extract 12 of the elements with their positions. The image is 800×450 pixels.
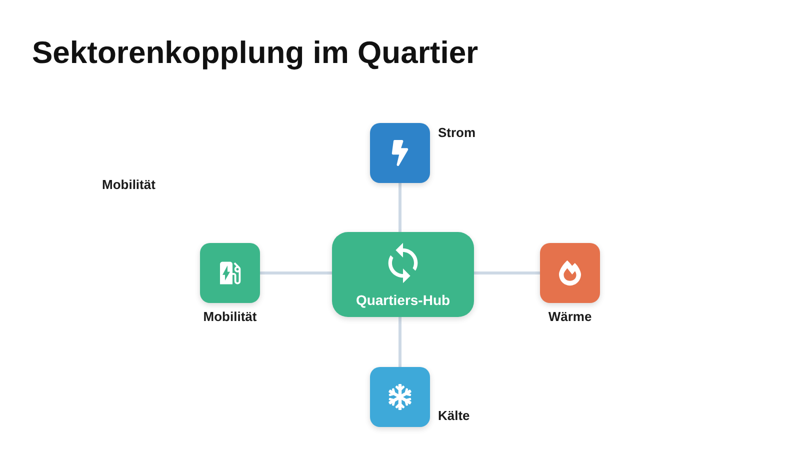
connector-line — [398, 183, 402, 232]
connector-line — [260, 272, 332, 274]
sector-label: Wärme — [548, 309, 592, 325]
connector-line — [398, 317, 402, 367]
page-title: Sektorenkopplung im Quartier — [32, 34, 478, 72]
hub-box — [332, 232, 474, 317]
sector-label: Mobilität — [203, 309, 257, 325]
connector-line — [474, 272, 540, 274]
hub-label: Quartiers-Hub — [356, 290, 450, 308]
sector-label: Strom — [438, 125, 476, 141]
sector-label: Kälte — [438, 408, 470, 424]
sector-label: Mobilität — [102, 177, 156, 193]
